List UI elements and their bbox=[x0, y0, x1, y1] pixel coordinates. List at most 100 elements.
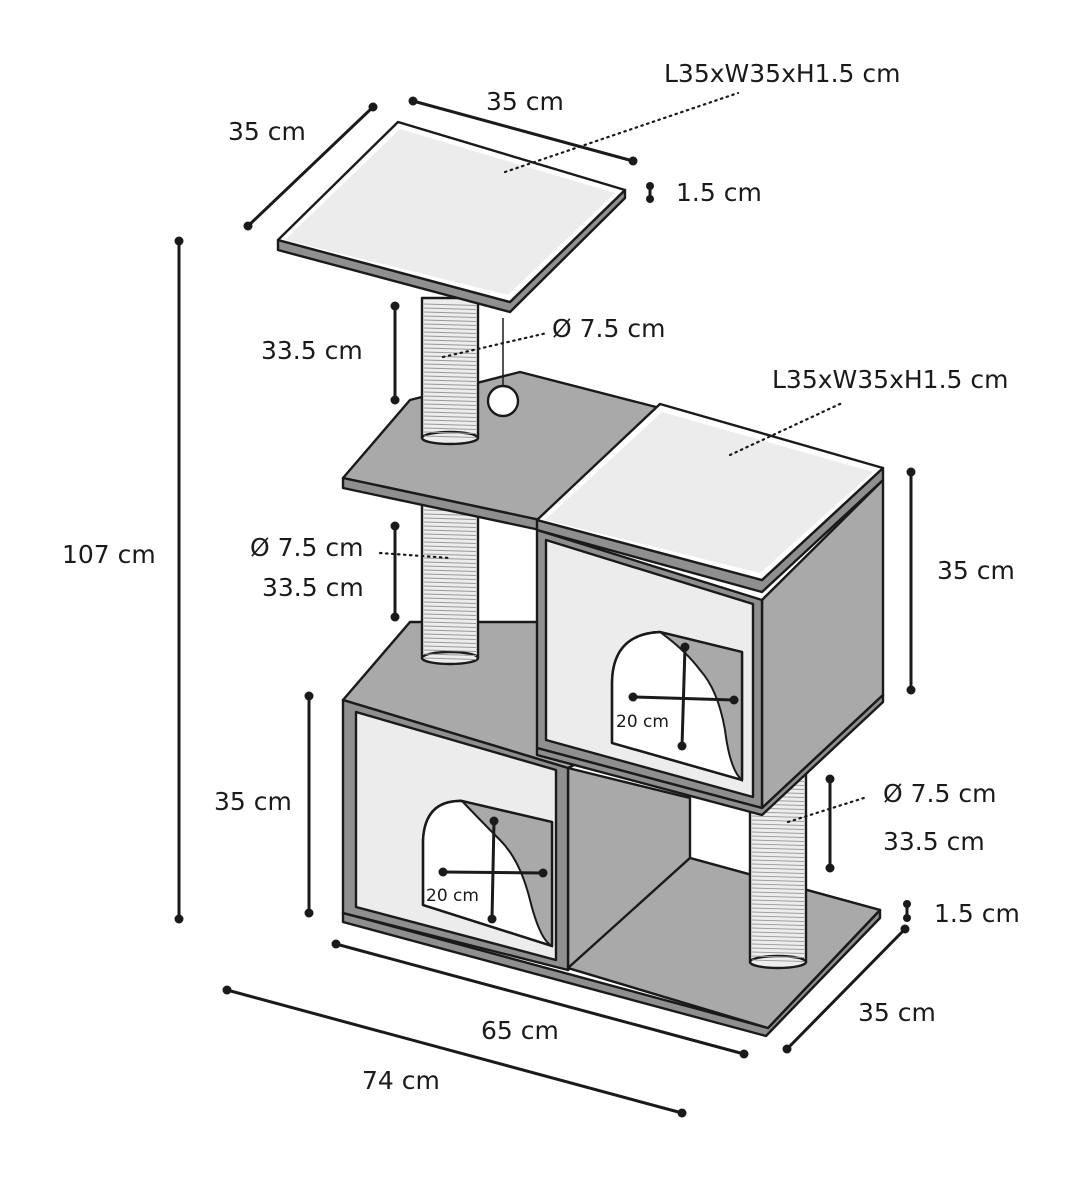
top-platform-depth-label: 35 cm bbox=[228, 117, 306, 146]
sisal-rib bbox=[423, 407, 477, 410]
lower-box-height-label: 35 cm bbox=[214, 787, 292, 816]
middle-scratching-post bbox=[420, 498, 480, 666]
dimension-upper-box-height bbox=[906, 467, 916, 695]
sisal-rib bbox=[423, 529, 477, 532]
sisal-rib bbox=[423, 395, 477, 398]
sisal-rib bbox=[751, 927, 805, 930]
sisal-rib bbox=[751, 931, 805, 934]
dimension-base-depth bbox=[782, 924, 910, 1054]
sisal-rib bbox=[751, 827, 805, 830]
sisal-rib bbox=[423, 549, 477, 552]
sisal-rib bbox=[423, 597, 477, 600]
sisal-rib bbox=[423, 541, 477, 544]
sisal-rib bbox=[423, 343, 477, 346]
mid-post-height-label: 33.5 cm bbox=[262, 573, 364, 602]
bottom-post-height-label: 33.5 cm bbox=[883, 827, 985, 856]
sisal-rib bbox=[423, 367, 477, 370]
sisal-rib bbox=[751, 899, 805, 902]
dimension-top-post-height bbox=[390, 301, 400, 405]
sisal-rib bbox=[423, 371, 477, 374]
sisal-rib bbox=[751, 891, 805, 894]
sisal-rib bbox=[751, 863, 805, 866]
sisal-rib bbox=[423, 435, 477, 438]
sisal-rib bbox=[423, 517, 477, 520]
sisal-rib bbox=[423, 645, 477, 648]
sisal-rib bbox=[423, 613, 477, 616]
sisal-rib bbox=[751, 939, 805, 942]
base-thickness-label: 1.5 cm bbox=[934, 899, 1020, 928]
sisal-rib bbox=[423, 423, 477, 426]
dimension-base-thickness bbox=[903, 900, 911, 922]
upper-door-dimension: 20 cm bbox=[616, 642, 739, 751]
top-platform-thickness-label: 1.5 cm bbox=[676, 178, 762, 207]
sisal-rib bbox=[423, 351, 477, 354]
sisal-rib bbox=[423, 649, 477, 652]
sisal-rib bbox=[423, 359, 477, 362]
sisal-rib bbox=[423, 379, 477, 382]
right-cushion-platform bbox=[535, 402, 885, 594]
top-platform-size-label: L35xW35xH1.5 cm bbox=[664, 59, 900, 88]
sisal-rib bbox=[423, 327, 477, 330]
sisal-rib bbox=[423, 331, 477, 334]
sisal-rib bbox=[423, 391, 477, 394]
sisal-rib bbox=[423, 383, 477, 386]
sisal-rib bbox=[423, 565, 477, 568]
sisal-rib bbox=[751, 923, 805, 926]
toy-ball bbox=[486, 318, 520, 418]
sisal-rib bbox=[423, 521, 477, 524]
right-platform-size-label: L35xW35xH1.5 cm bbox=[772, 365, 1008, 394]
total-height-label: 107 cm bbox=[62, 540, 156, 569]
sisal-rib bbox=[751, 871, 805, 874]
sisal-rib bbox=[423, 637, 477, 640]
leader-right-platform bbox=[728, 401, 844, 457]
mid-post-diameter-label: Ø 7.5 cm bbox=[250, 533, 363, 562]
base-depth-label: 35 cm bbox=[858, 998, 936, 1027]
sisal-rib bbox=[423, 415, 477, 418]
sisal-rib bbox=[751, 867, 805, 870]
sisal-rib bbox=[423, 641, 477, 644]
sisal-rib bbox=[751, 903, 805, 906]
sisal-rib bbox=[423, 621, 477, 624]
dimension-total-height bbox=[174, 236, 184, 924]
sisal-rib bbox=[423, 657, 477, 660]
sisal-rib bbox=[423, 411, 477, 414]
sisal-rib bbox=[423, 625, 477, 628]
sisal-rib bbox=[751, 815, 805, 818]
sisal-rib bbox=[423, 553, 477, 556]
sisal-rib bbox=[423, 323, 477, 326]
sisal-rib bbox=[751, 847, 805, 850]
sisal-rib bbox=[423, 581, 477, 584]
sisal-rib bbox=[423, 605, 477, 608]
dimension-lower-box-height bbox=[304, 691, 314, 918]
sisal-rib bbox=[751, 947, 805, 950]
sisal-rib bbox=[751, 859, 805, 862]
leader-top-post bbox=[441, 331, 549, 359]
sisal-rib bbox=[751, 915, 805, 918]
overall-width-label: 74 cm bbox=[362, 1066, 440, 1095]
upper-box-height-label: 35 cm bbox=[937, 556, 1015, 585]
sisal-rib bbox=[423, 347, 477, 350]
sisal-rib bbox=[423, 629, 477, 632]
bottom-scratching-post bbox=[748, 768, 808, 970]
sisal-rib bbox=[751, 911, 805, 914]
sisal-rib bbox=[423, 399, 477, 402]
sisal-rib bbox=[751, 835, 805, 838]
sisal-rib bbox=[423, 569, 477, 572]
top-platform-width-label: 35 cm bbox=[486, 87, 564, 116]
sisal-rib bbox=[751, 943, 805, 946]
sisal-rib bbox=[423, 617, 477, 620]
dimension-overall-width bbox=[222, 985, 687, 1118]
sisal-rib bbox=[423, 311, 477, 314]
lower-door-dimension: 20 cm bbox=[426, 816, 548, 924]
sisal-rib bbox=[751, 843, 805, 846]
sisal-rib bbox=[423, 609, 477, 612]
sisal-rib bbox=[423, 577, 477, 580]
sisal-rib bbox=[423, 307, 477, 310]
sisal-rib bbox=[423, 633, 477, 636]
dimension-top-thickness bbox=[646, 182, 654, 203]
lower-door-size-label: 20 cm bbox=[426, 886, 479, 906]
sisal-rib bbox=[423, 363, 477, 366]
sisal-rib bbox=[423, 319, 477, 322]
sisal-rib bbox=[423, 593, 477, 596]
